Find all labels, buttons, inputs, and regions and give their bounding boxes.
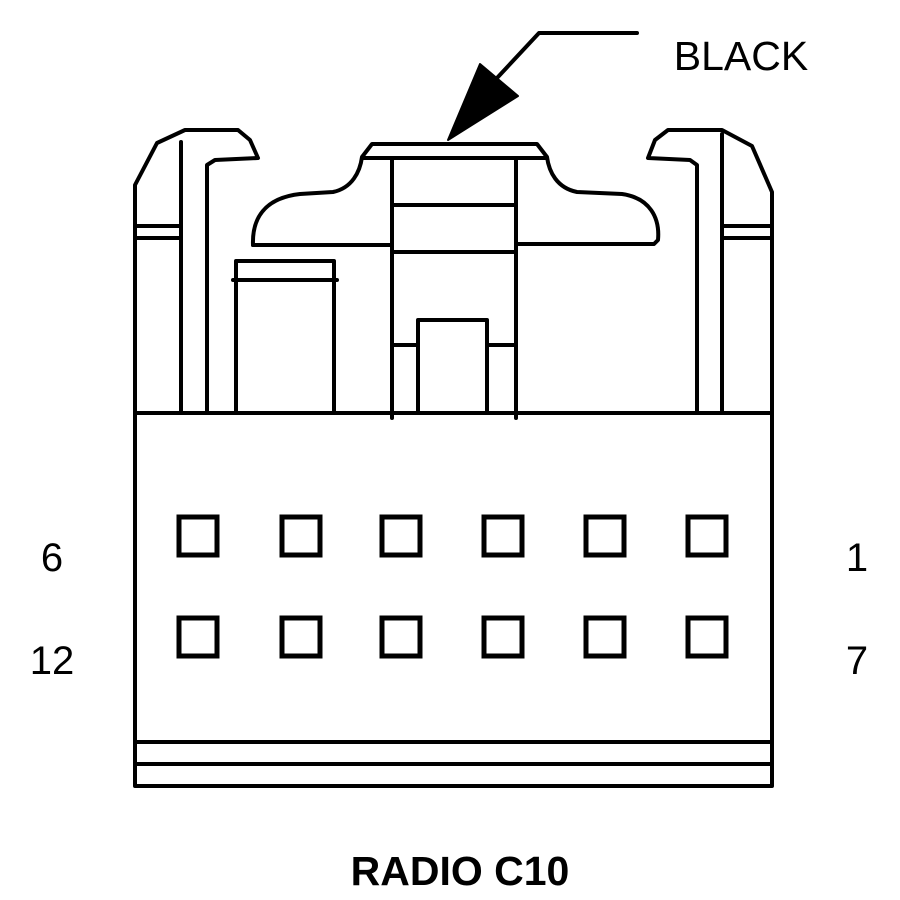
terminal-cavity-7: [685, 615, 729, 659]
terminal-cavities: [176, 514, 729, 659]
keying-block: [231, 259, 339, 415]
keying-block-outline: [234, 259, 336, 415]
pin-label-row1-right: 1: [846, 536, 868, 580]
callout-arrow: [447, 31, 639, 141]
terminal-cavity-12: [176, 615, 220, 659]
terminal-cavity-2: [583, 514, 627, 558]
terminal-cavity-5: [279, 514, 323, 558]
terminal-cavity-1: [685, 514, 729, 558]
center-lock-tab: [250, 142, 661, 420]
arrow-down-left-icon: [447, 63, 519, 141]
terminal-cavity-9: [481, 615, 525, 659]
callout-leader-line: [495, 31, 639, 80]
terminal-cavity-4: [379, 514, 423, 558]
connector-title: RADIO C10: [351, 848, 570, 894]
right-latch: [646, 128, 774, 415]
terminal-cavity-8: [583, 615, 627, 659]
terminal-cavity-3: [481, 514, 525, 558]
right-latch-outline: [646, 128, 774, 415]
pin-label-row2-left: 12: [30, 639, 75, 683]
connector-face: [133, 411, 774, 788]
lock-window: [416, 318, 489, 415]
connector-body: [133, 411, 774, 788]
left-latch: [133, 128, 260, 415]
terminal-cavity-10: [379, 615, 423, 659]
terminal-cavity-11: [279, 615, 323, 659]
lock-tab-outline: [250, 142, 661, 247]
callout-label: BLACK: [674, 33, 808, 79]
pin-label-row1-left: 6: [41, 536, 63, 580]
pin-label-row2-right: 7: [846, 639, 868, 683]
left-latch-outline: [133, 128, 260, 415]
terminal-cavity-6: [176, 514, 220, 558]
